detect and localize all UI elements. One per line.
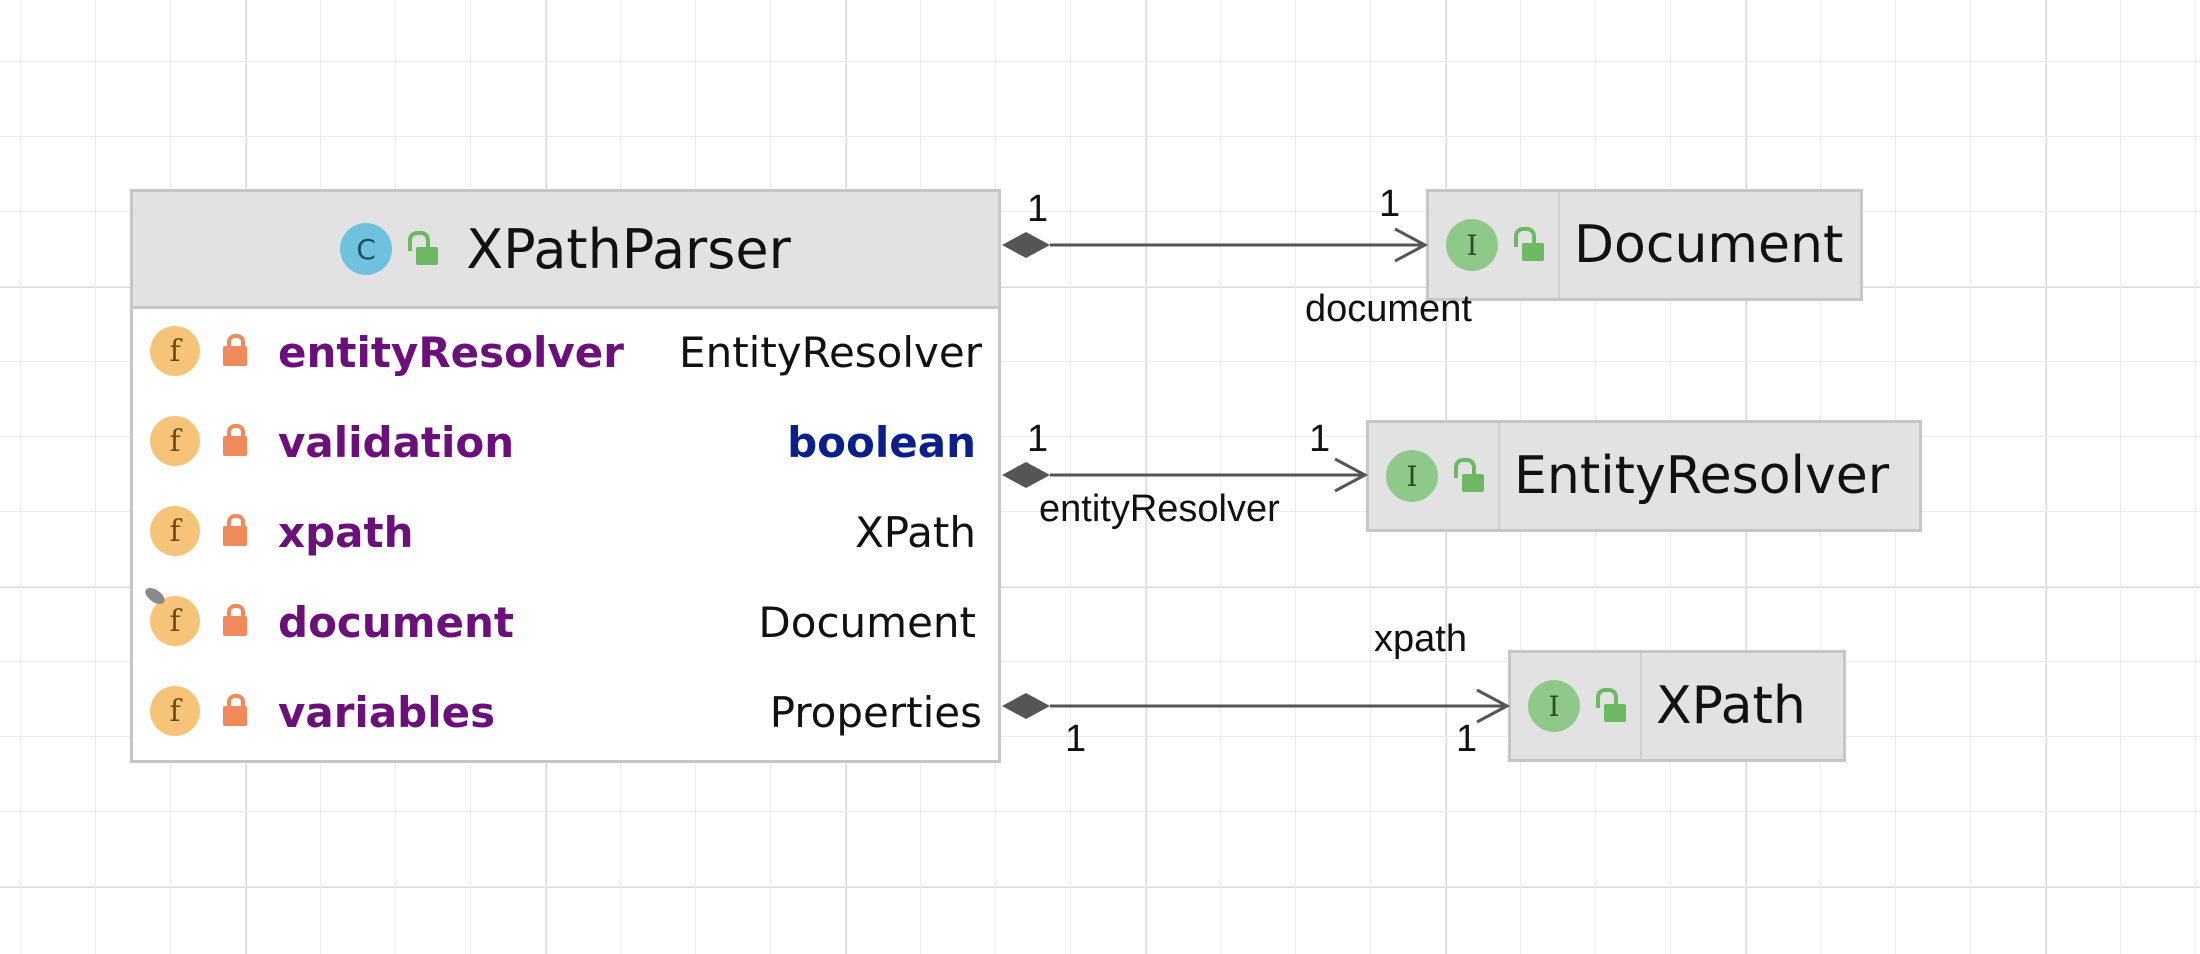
field-type: EntityResolver [679,328,982,377]
interface-title: XPath [1656,676,1806,736]
field-name: entityResolver [278,328,624,377]
field-icon: f [150,416,200,466]
target-multiplicity: 1 [1309,418,1331,460]
interface-icon: I [1528,680,1580,732]
role-label: document [1305,288,1472,330]
target-multiplicity: 1 [1456,718,1478,760]
private-lock-icon [221,512,249,548]
field-icon: f [142,584,200,646]
class-icon: C [340,223,393,275]
field-row[interactable]: f entityResolver EntityResolver [133,306,998,396]
private-lock-icon [221,422,249,458]
class-node-xpathparser[interactable]: C XPathParser f entityResolver EntityRes… [130,189,1001,763]
class-header: C XPathParser [133,192,998,309]
class-title: XPathParser [466,217,791,281]
interface-icons: I [1369,423,1500,529]
field-name: document [278,598,514,647]
field-row[interactable]: f validation boolean [133,396,998,486]
interface-icon: I [1386,450,1438,502]
interface-node-entityresolver[interactable]: I EntityResolver [1366,420,1922,532]
field-type: XPath [854,508,976,557]
public-unlock-icon [1512,225,1546,265]
field-icon: f [150,686,200,736]
interface-node-document[interactable]: I Document [1426,189,1863,301]
arrowhead-icon [1334,457,1369,493]
source-multiplicity: 1 [1027,188,1049,230]
interface-node-xpath[interactable]: I XPath [1508,650,1846,762]
public-unlock-icon [1594,686,1628,726]
private-lock-icon [221,692,249,728]
source-multiplicity: 1 [1065,718,1087,760]
source-multiplicity: 1 [1027,418,1049,460]
arrowhead-icon [1476,688,1511,724]
target-multiplicity: 1 [1379,183,1401,225]
field-row[interactable]: f xpath XPath [133,486,998,576]
composition-diamond-icon [1002,462,1050,488]
association-edge-entityresolver[interactable] [1002,457,1369,493]
role-label: entityResolver [1039,488,1280,530]
association-edge-document[interactable] [1002,227,1429,263]
field-icon-letter: f [169,603,181,639]
public-unlock-icon [406,229,440,269]
field-icon: f [150,506,200,556]
field-type: Document [758,598,976,647]
field-row[interactable]: f document Document [133,576,998,666]
composition-diamond-icon [1002,693,1050,719]
pin-icon [142,584,168,608]
interface-icon: I [1446,219,1498,271]
field-type: boolean [787,418,976,467]
composition-diamond-icon [1002,232,1050,258]
field-row[interactable]: f variables Properties [133,666,998,756]
field-type: Properties [769,688,982,737]
interface-icons: I [1429,192,1560,298]
interface-icons: I [1511,653,1642,759]
interface-title: Document [1574,215,1844,275]
private-lock-icon [221,602,249,638]
field-name: validation [278,418,515,467]
field-icon: f [150,326,200,376]
role-label: xpath [1374,618,1467,660]
field-name: xpath [278,508,414,557]
public-unlock-icon [1452,456,1486,496]
field-name: variables [278,688,496,737]
arrowhead-icon [1394,227,1429,263]
interface-title: EntityResolver [1514,446,1890,506]
private-lock-icon [221,332,249,368]
